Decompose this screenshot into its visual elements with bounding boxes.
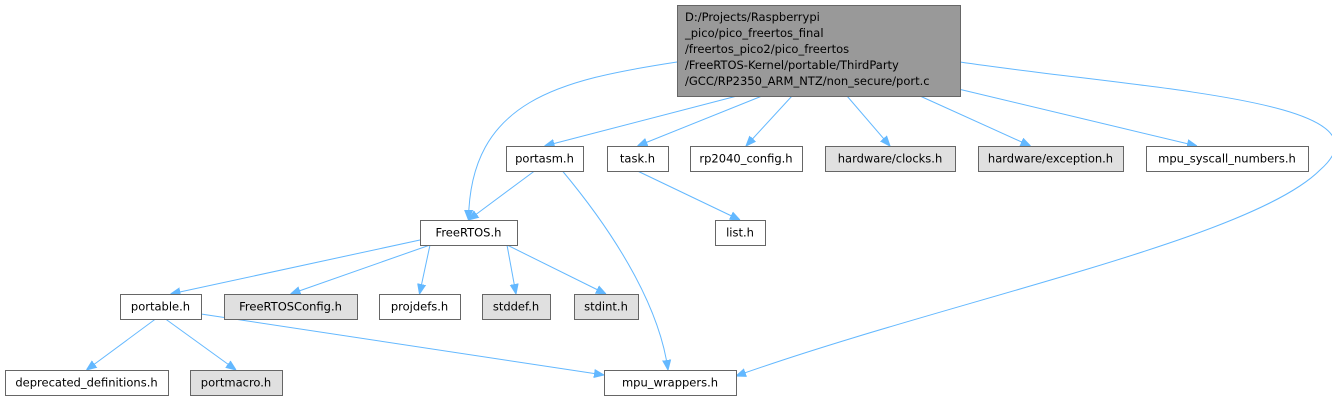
edge-root-to-freertos xyxy=(469,61,678,220)
node-projdefs-box xyxy=(379,294,461,320)
edge-portasm-to-mpu_wrappers xyxy=(562,170,669,370)
node-mpu_wrappers[interactable]: mpu_wrappers.h xyxy=(604,370,737,396)
node-portmacro-box xyxy=(190,370,283,396)
node-root-label-line: /GCC/RP2350_ARM_NTZ/non_secure/port.c xyxy=(685,74,930,88)
edge-root-to-hw_exception xyxy=(919,95,1031,146)
node-rp2040_config-box xyxy=(690,146,803,172)
node-freertosconfig-label-line: FreeRTOSConfig.h xyxy=(239,300,342,314)
node-root-label-line: _pico/pico_freertos_final xyxy=(684,26,824,40)
edge-root-to-mpu_syscall xyxy=(949,86,1197,146)
edge-freertos-to-stdint xyxy=(506,244,606,294)
node-deprecated-label-line: deprecated_definitions.h xyxy=(15,376,157,390)
node-portmacro: portmacro.h xyxy=(190,370,283,396)
node-stdint-box xyxy=(574,294,639,320)
node-projdefs-label-line: projdefs.h xyxy=(391,300,448,314)
node-stdint-label-line: stdint.h xyxy=(584,300,628,314)
node-hw_exception-box xyxy=(978,146,1124,172)
node-portable-box xyxy=(120,294,202,320)
node-rp2040_config-label-line: rp2040_config.h xyxy=(699,152,792,166)
node-root-label-line: /FreeRTOS-Kernel/portable/ThirdParty xyxy=(685,58,899,72)
edge-portasm-to-freertos xyxy=(469,170,535,220)
node-portable-label-line: portable.h xyxy=(131,300,190,314)
edge-root-to-mpu_wrappers xyxy=(736,61,1332,376)
node-freertos-box xyxy=(420,220,518,246)
edge-portable-to-deprecated xyxy=(87,318,156,370)
edge-root-to-hw_clocks xyxy=(846,95,890,146)
node-hw_clocks: hardware/clocks.h xyxy=(825,146,956,172)
node-freertos-label-line: FreeRTOS.h xyxy=(436,226,502,240)
node-mpu_wrappers-box xyxy=(604,370,737,396)
node-portable[interactable]: portable.h xyxy=(120,294,202,320)
node-task-label-line: task.h xyxy=(620,152,655,166)
edge-root-to-rp2040_config xyxy=(746,95,793,146)
node-task-box xyxy=(607,146,669,172)
node-hw_exception: hardware/exception.h xyxy=(978,146,1124,172)
node-list[interactable]: list.h xyxy=(715,220,766,246)
node-deprecated[interactable]: deprecated_definitions.h xyxy=(5,370,169,396)
edge-freertos-to-freertosconfig xyxy=(291,244,431,294)
edges-layer xyxy=(87,61,1332,376)
node-freertos[interactable]: FreeRTOS.h xyxy=(420,220,518,246)
edge-freertos-to-projdefs xyxy=(420,244,431,294)
edge-root-to-task xyxy=(638,95,763,146)
edge-freertos-to-portable xyxy=(171,239,421,294)
node-root-box xyxy=(677,5,961,97)
node-hw_clocks-box xyxy=(825,146,956,172)
edge-root-to-portasm xyxy=(545,95,738,146)
node-stddef-label-line: stddef.h xyxy=(493,300,539,314)
node-task[interactable]: task.h xyxy=(607,146,669,172)
node-list-label-line: list.h xyxy=(726,226,754,240)
node-stddef-box xyxy=(482,294,551,320)
node-mpu_wrappers-label-line: mpu_wrappers.h xyxy=(622,376,718,390)
node-stdint: stdint.h xyxy=(574,294,639,320)
node-stddef: stddef.h xyxy=(482,294,551,320)
node-portmacro-label-line: portmacro.h xyxy=(201,376,271,390)
node-rp2040_config[interactable]: rp2040_config.h xyxy=(690,146,803,172)
node-portasm-label-line: portasm.h xyxy=(515,152,574,166)
edge-portable-to-mpu_wrappers xyxy=(200,313,604,375)
edge-task-to-list xyxy=(637,170,741,220)
node-projdefs[interactable]: projdefs.h xyxy=(379,294,461,320)
node-mpu_syscall-label-line: mpu_syscall_numbers.h xyxy=(1158,152,1296,166)
node-root[interactable]: D:/Projects/Raspberrypi _pico/pico_freert… xyxy=(677,5,961,97)
node-deprecated-box xyxy=(5,370,169,396)
node-portasm[interactable]: portasm.h xyxy=(506,146,584,172)
node-hw_exception-label-line: hardware/exception.h xyxy=(988,152,1113,166)
nodes-layer: D:/Projects/Raspberrypi _pico/pico_freert… xyxy=(5,5,1309,396)
node-freertosconfig-box xyxy=(224,294,358,320)
edge-portable-to-portmacro xyxy=(165,318,237,370)
node-portasm-box xyxy=(506,146,584,172)
node-list-box xyxy=(715,220,766,246)
node-root-label-line: /freertos_pico2/pico_freertos xyxy=(685,42,849,56)
node-mpu_syscall-box xyxy=(1146,146,1309,172)
node-mpu_syscall[interactable]: mpu_syscall_numbers.h xyxy=(1146,146,1309,172)
edge-freertos-to-stddef xyxy=(506,244,516,294)
node-freertosconfig: FreeRTOSConfig.h xyxy=(224,294,358,320)
node-root-label-line: D:/Projects/Raspberrypi xyxy=(685,10,820,24)
node-hw_clocks-label-line: hardware/clocks.h xyxy=(838,152,943,166)
